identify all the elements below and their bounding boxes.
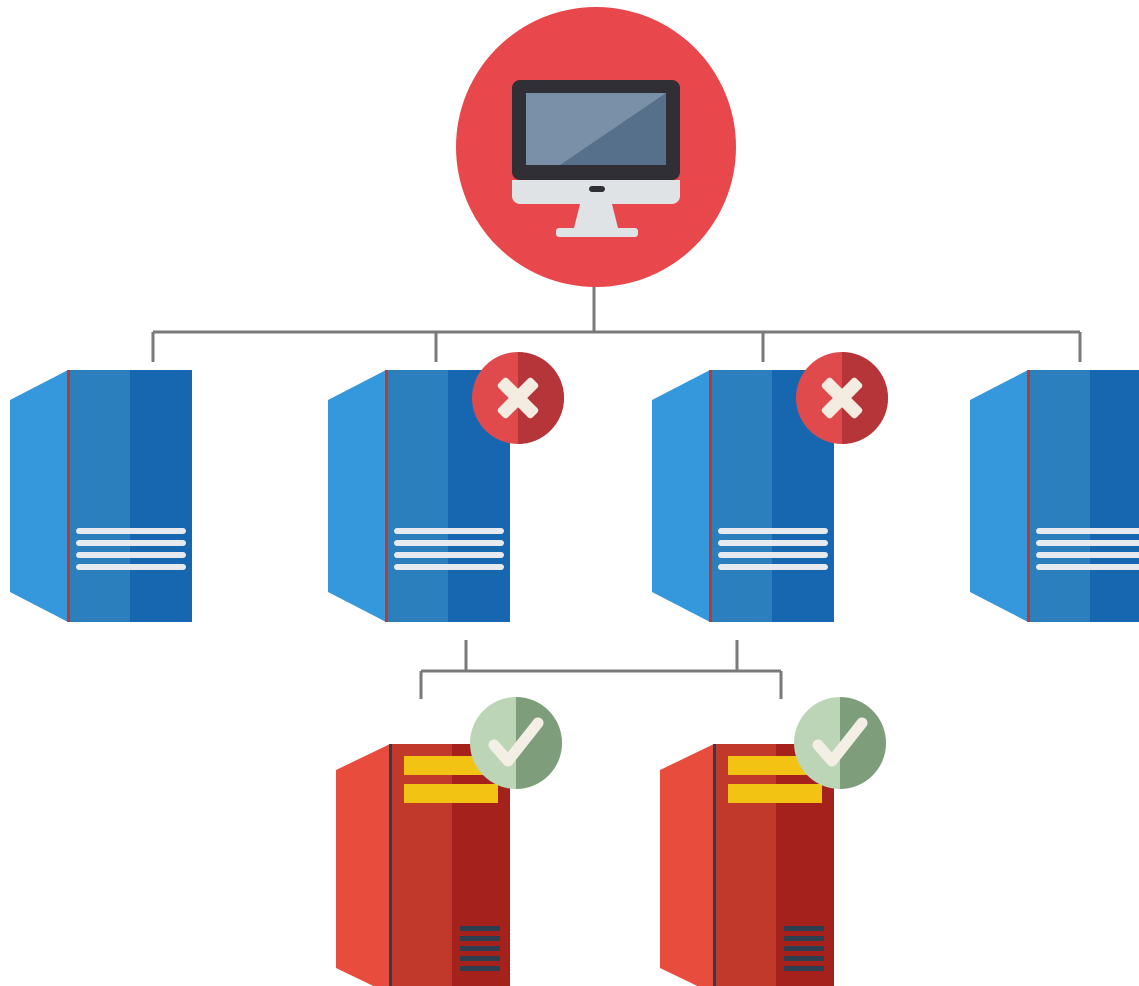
backup-server-1 (336, 744, 510, 986)
checkmark-badge-icon (470, 697, 562, 789)
primary-server-2 (328, 370, 510, 622)
x-badge-icon (472, 352, 564, 444)
connectors (151, 282, 1082, 699)
backup-server-2 (660, 744, 834, 986)
server-icon (336, 744, 510, 986)
x-badge-icon (796, 352, 888, 444)
client-node (456, 7, 736, 287)
checkmark-badge-icon (794, 697, 886, 789)
server-icon (970, 370, 1139, 622)
server-icon (660, 744, 834, 986)
desktop-computer-icon (512, 80, 680, 237)
server-icon (328, 370, 510, 622)
server-icon (10, 370, 192, 622)
primary-server-4 (970, 370, 1139, 622)
primary-server-1 (10, 370, 192, 622)
